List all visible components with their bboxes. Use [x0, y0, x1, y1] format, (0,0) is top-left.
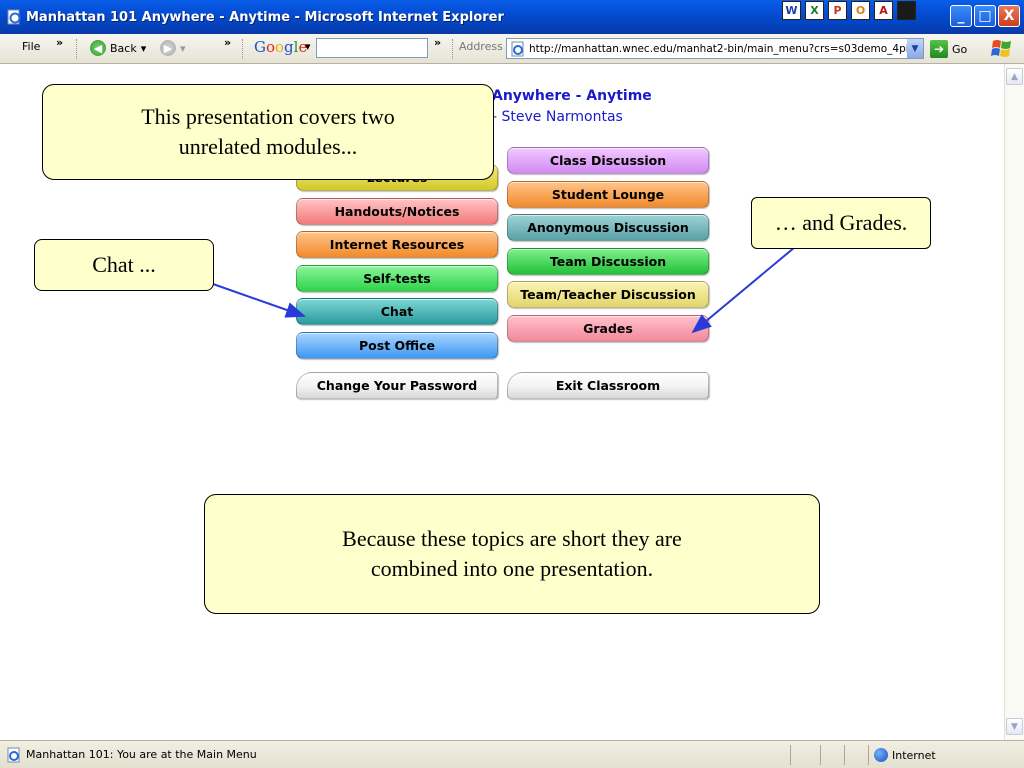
- back-dropdown-icon[interactable]: ▾: [140, 41, 147, 55]
- forward-arrow-icon: ▶: [160, 40, 176, 56]
- menu-team-discussion-button[interactable]: Team Discussion: [507, 247, 709, 275]
- page-content: Anywhere - Anytime - Steve Narmontas Lec…: [0, 64, 1004, 740]
- powerpoint-icon[interactable]: P: [828, 1, 847, 20]
- go-arrow-icon: ➔: [930, 40, 948, 58]
- menu-anonymous-discussion-button[interactable]: Anonymous Discussion: [507, 214, 709, 242]
- desktop-icon[interactable]: [897, 1, 916, 20]
- course-title: Anywhere - Anytime: [492, 88, 652, 104]
- status-separator: [844, 745, 845, 765]
- outlook-icon[interactable]: O: [851, 1, 870, 20]
- address-dropdown-icon[interactable]: ▼: [907, 39, 923, 58]
- toolbar-separator: [242, 39, 244, 59]
- toolbar-separator: [76, 39, 78, 59]
- go-label: Go: [952, 42, 968, 56]
- menu-student-lounge-button[interactable]: Student Lounge: [507, 180, 709, 208]
- menu-self-tests-button[interactable]: Self-tests: [296, 264, 498, 292]
- change-password-button[interactable]: Change Your Password: [296, 372, 498, 399]
- acrobat-icon[interactable]: A: [874, 1, 893, 20]
- file-menu[interactable]: File: [22, 40, 41, 53]
- window-title-bar: Manhattan 101 Anywhere - Anytime - Micro…: [0, 0, 1024, 34]
- security-zone: Internet: [874, 748, 936, 762]
- google-logo[interactable]: Google: [254, 38, 308, 56]
- excel-icon[interactable]: X: [805, 1, 824, 20]
- menu-team-teacher-discussion-button[interactable]: Team/Teacher Discussion: [507, 281, 709, 309]
- grades-callout: … and Grades.: [751, 197, 931, 249]
- menu-chevron-icon[interactable]: »: [56, 36, 64, 49]
- address-url[interactable]: http://manhattan.wnec.edu/manhat2-bin/ma…: [529, 42, 907, 55]
- ie-page-icon: [7, 9, 21, 25]
- toolbar-chevron-icon[interactable]: »: [224, 36, 232, 49]
- window-title: Manhattan 101 Anywhere - Anytime - Micro…: [26, 10, 504, 25]
- browser-toolbar: File » ◀ Back ▾ ▶ ▾ » Google ▾ » Address…: [0, 34, 1024, 64]
- scroll-down-icon[interactable]: ▼: [1006, 718, 1023, 735]
- chat-callout: Chat ...: [34, 239, 214, 291]
- close-button[interactable]: X: [998, 5, 1020, 27]
- menu-internet-resources-button[interactable]: Internet Resources: [296, 231, 498, 259]
- back-button[interactable]: ◀ Back ▾: [90, 40, 146, 56]
- status-separator: [820, 745, 821, 765]
- status-separator: [868, 745, 869, 765]
- address-label: Address: [459, 40, 503, 53]
- status-text: Manhattan 101: You are at the Main Menu: [26, 748, 257, 761]
- maximize-button[interactable]: □: [974, 5, 996, 27]
- intro-callout: This presentation covers two unrelated m…: [42, 84, 494, 180]
- window-controls: _ □ X: [950, 5, 1020, 27]
- forward-button[interactable]: ▶ ▾: [160, 40, 186, 56]
- menu-post-office-button[interactable]: Post Office: [296, 332, 498, 359]
- exit-classroom-button[interactable]: Exit Classroom: [507, 372, 709, 399]
- page-icon: [511, 41, 524, 56]
- back-label: Back: [110, 41, 137, 55]
- word-icon[interactable]: W: [782, 1, 801, 20]
- status-bar: Manhattan 101: You are at the Main Menu …: [0, 740, 1024, 768]
- course-instructor: - Steve Narmontas: [492, 109, 623, 125]
- menu-handouts-notices-button[interactable]: Handouts/Notices: [296, 197, 498, 225]
- forward-dropdown-icon[interactable]: ▾: [180, 41, 186, 55]
- toolbar-separator: [452, 39, 454, 59]
- chat-arrow: [212, 283, 306, 318]
- back-arrow-icon: ◀: [90, 40, 106, 56]
- summary-callout: Because these topics are short they are …: [204, 494, 820, 614]
- status-page-icon: [7, 747, 20, 763]
- google-chevron-icon[interactable]: »: [434, 36, 442, 49]
- menu-grades-button[interactable]: Grades: [507, 315, 709, 342]
- scroll-up-icon[interactable]: ▲: [1006, 68, 1023, 85]
- windows-logo-icon: [991, 40, 1011, 57]
- status-separator: [790, 745, 791, 765]
- globe-icon: [874, 748, 888, 762]
- menu-chat-button[interactable]: Chat: [296, 298, 498, 326]
- go-button[interactable]: ➔ Go: [930, 40, 967, 58]
- google-dropdown-icon[interactable]: ▾: [305, 40, 311, 53]
- google-search-input[interactable]: [316, 38, 428, 58]
- minimize-button[interactable]: _: [950, 5, 972, 27]
- address-bar[interactable]: http://manhattan.wnec.edu/manhat2-bin/ma…: [506, 38, 924, 59]
- menu-class-discussion-button[interactable]: Class Discussion: [507, 147, 709, 174]
- zone-label: Internet: [892, 748, 936, 762]
- vertical-scrollbar[interactable]: ▲ ▼: [1004, 64, 1024, 740]
